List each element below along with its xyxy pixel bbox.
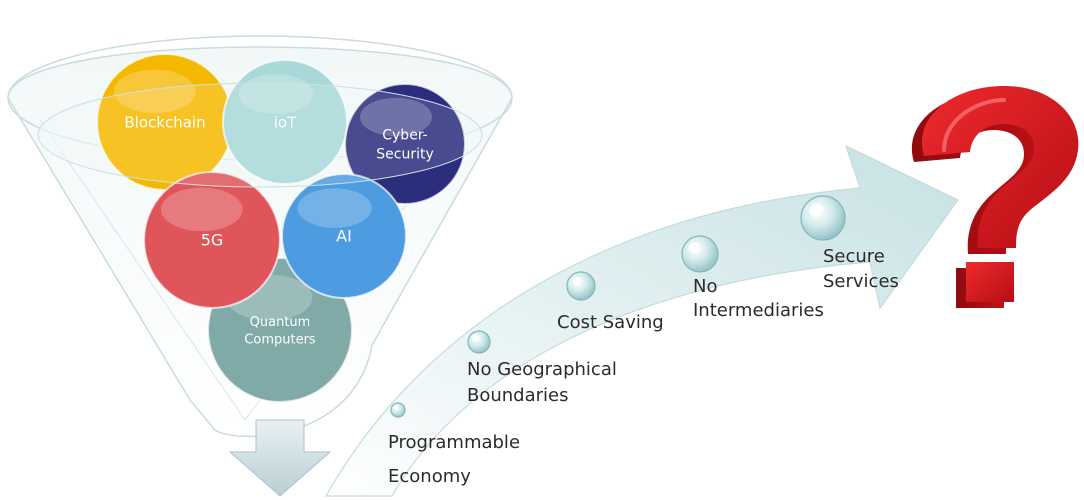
step-bead <box>390 402 406 418</box>
down-arrow <box>228 419 332 497</box>
step-label-secure-services: Secure <box>823 246 885 267</box>
tech-label-quantum: Quantum <box>250 315 311 330</box>
tech-label-cybersecurity: Security <box>376 146 434 162</box>
step-label-programmable-economy: Programmable <box>388 432 520 453</box>
step-label-cost-saving: Cost Saving <box>557 312 664 333</box>
technology-circles: Cyber- Security BlockchainQuantumComputers… <box>96 53 466 403</box>
step-cost-saving: Cost Saving <box>557 271 664 333</box>
tech-label-quantum: Computers <box>244 332 316 347</box>
tech-label-5g: 5G <box>201 231 224 250</box>
tech-circle-cybersecurity: Cyber- Security <box>344 83 466 205</box>
tech-label-iot: ioT <box>274 113 297 131</box>
down-arrow-shape <box>228 419 332 497</box>
arrow-body <box>324 144 959 497</box>
benefits-arrow <box>324 144 959 497</box>
step-bead <box>467 330 491 354</box>
step-label-no-intermediaries: No <box>693 276 717 297</box>
step-bead <box>681 235 719 273</box>
step-bead <box>800 195 846 241</box>
tech-label-ai: AI <box>336 227 352 246</box>
step-label-no-intermediaries: Intermediaries <box>693 300 824 321</box>
step-label-programmable-economy: Economy <box>388 466 471 487</box>
tech-label-blockchain: Blockchain <box>124 113 205 131</box>
step-label-no-geographical-boundaries: No Geographical <box>467 359 617 380</box>
tech-label-cybersecurity: Cyber- <box>382 127 427 143</box>
tech-circle-5g: 5G <box>143 171 281 309</box>
tech-circle-iot: ioT <box>222 59 348 185</box>
step-bead <box>566 271 596 301</box>
step-label-secure-services: Services <box>823 271 899 292</box>
step-label-no-geographical-boundaries: Boundaries <box>467 385 569 406</box>
tech-circle-ai: AI <box>281 173 407 299</box>
question-mark-icon <box>911 86 1079 308</box>
funnel-rim-overlay <box>37 82 483 188</box>
